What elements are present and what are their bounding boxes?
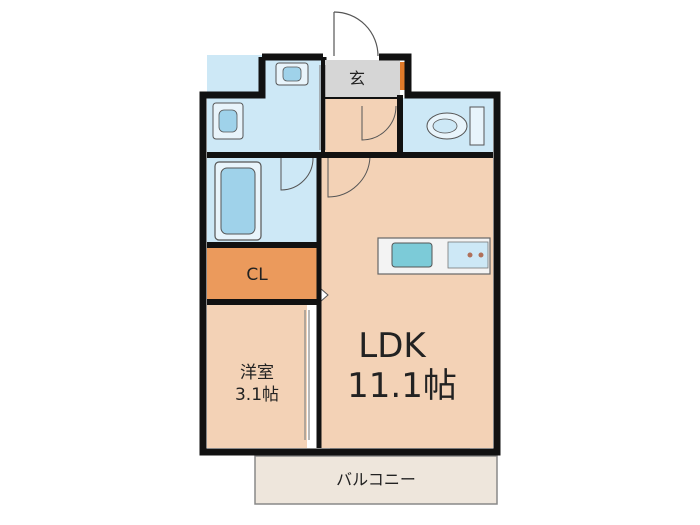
door-swings bbox=[280, 105, 397, 198]
ldk-name-label: LDK bbox=[358, 326, 427, 366]
walls bbox=[199, 53, 501, 456]
balcony-area bbox=[254, 455, 498, 505]
western-room-size-label: 3.1帖 bbox=[235, 385, 279, 405]
ldk-size-label: 11.1帖 bbox=[347, 366, 457, 406]
western-room-name-label: 洋室 bbox=[240, 363, 274, 383]
bathtub-icon bbox=[214, 161, 262, 241]
western-room-floor bbox=[207, 302, 307, 448]
toilet-icon bbox=[426, 106, 485, 146]
entrance-label: 玄 bbox=[349, 69, 365, 88]
washing-machine-icon bbox=[212, 102, 244, 140]
entrance-door-swing bbox=[333, 11, 379, 57]
closet-label: CL bbox=[246, 265, 268, 285]
kitchen-counter bbox=[377, 237, 491, 275]
entrance-floor bbox=[323, 60, 400, 98]
washbasin-icon bbox=[275, 62, 309, 86]
balcony-label: バルコニー bbox=[336, 470, 416, 489]
closet-area bbox=[207, 245, 319, 302]
shoe-cabinet bbox=[400, 62, 407, 90]
ldk-floor bbox=[319, 155, 493, 448]
